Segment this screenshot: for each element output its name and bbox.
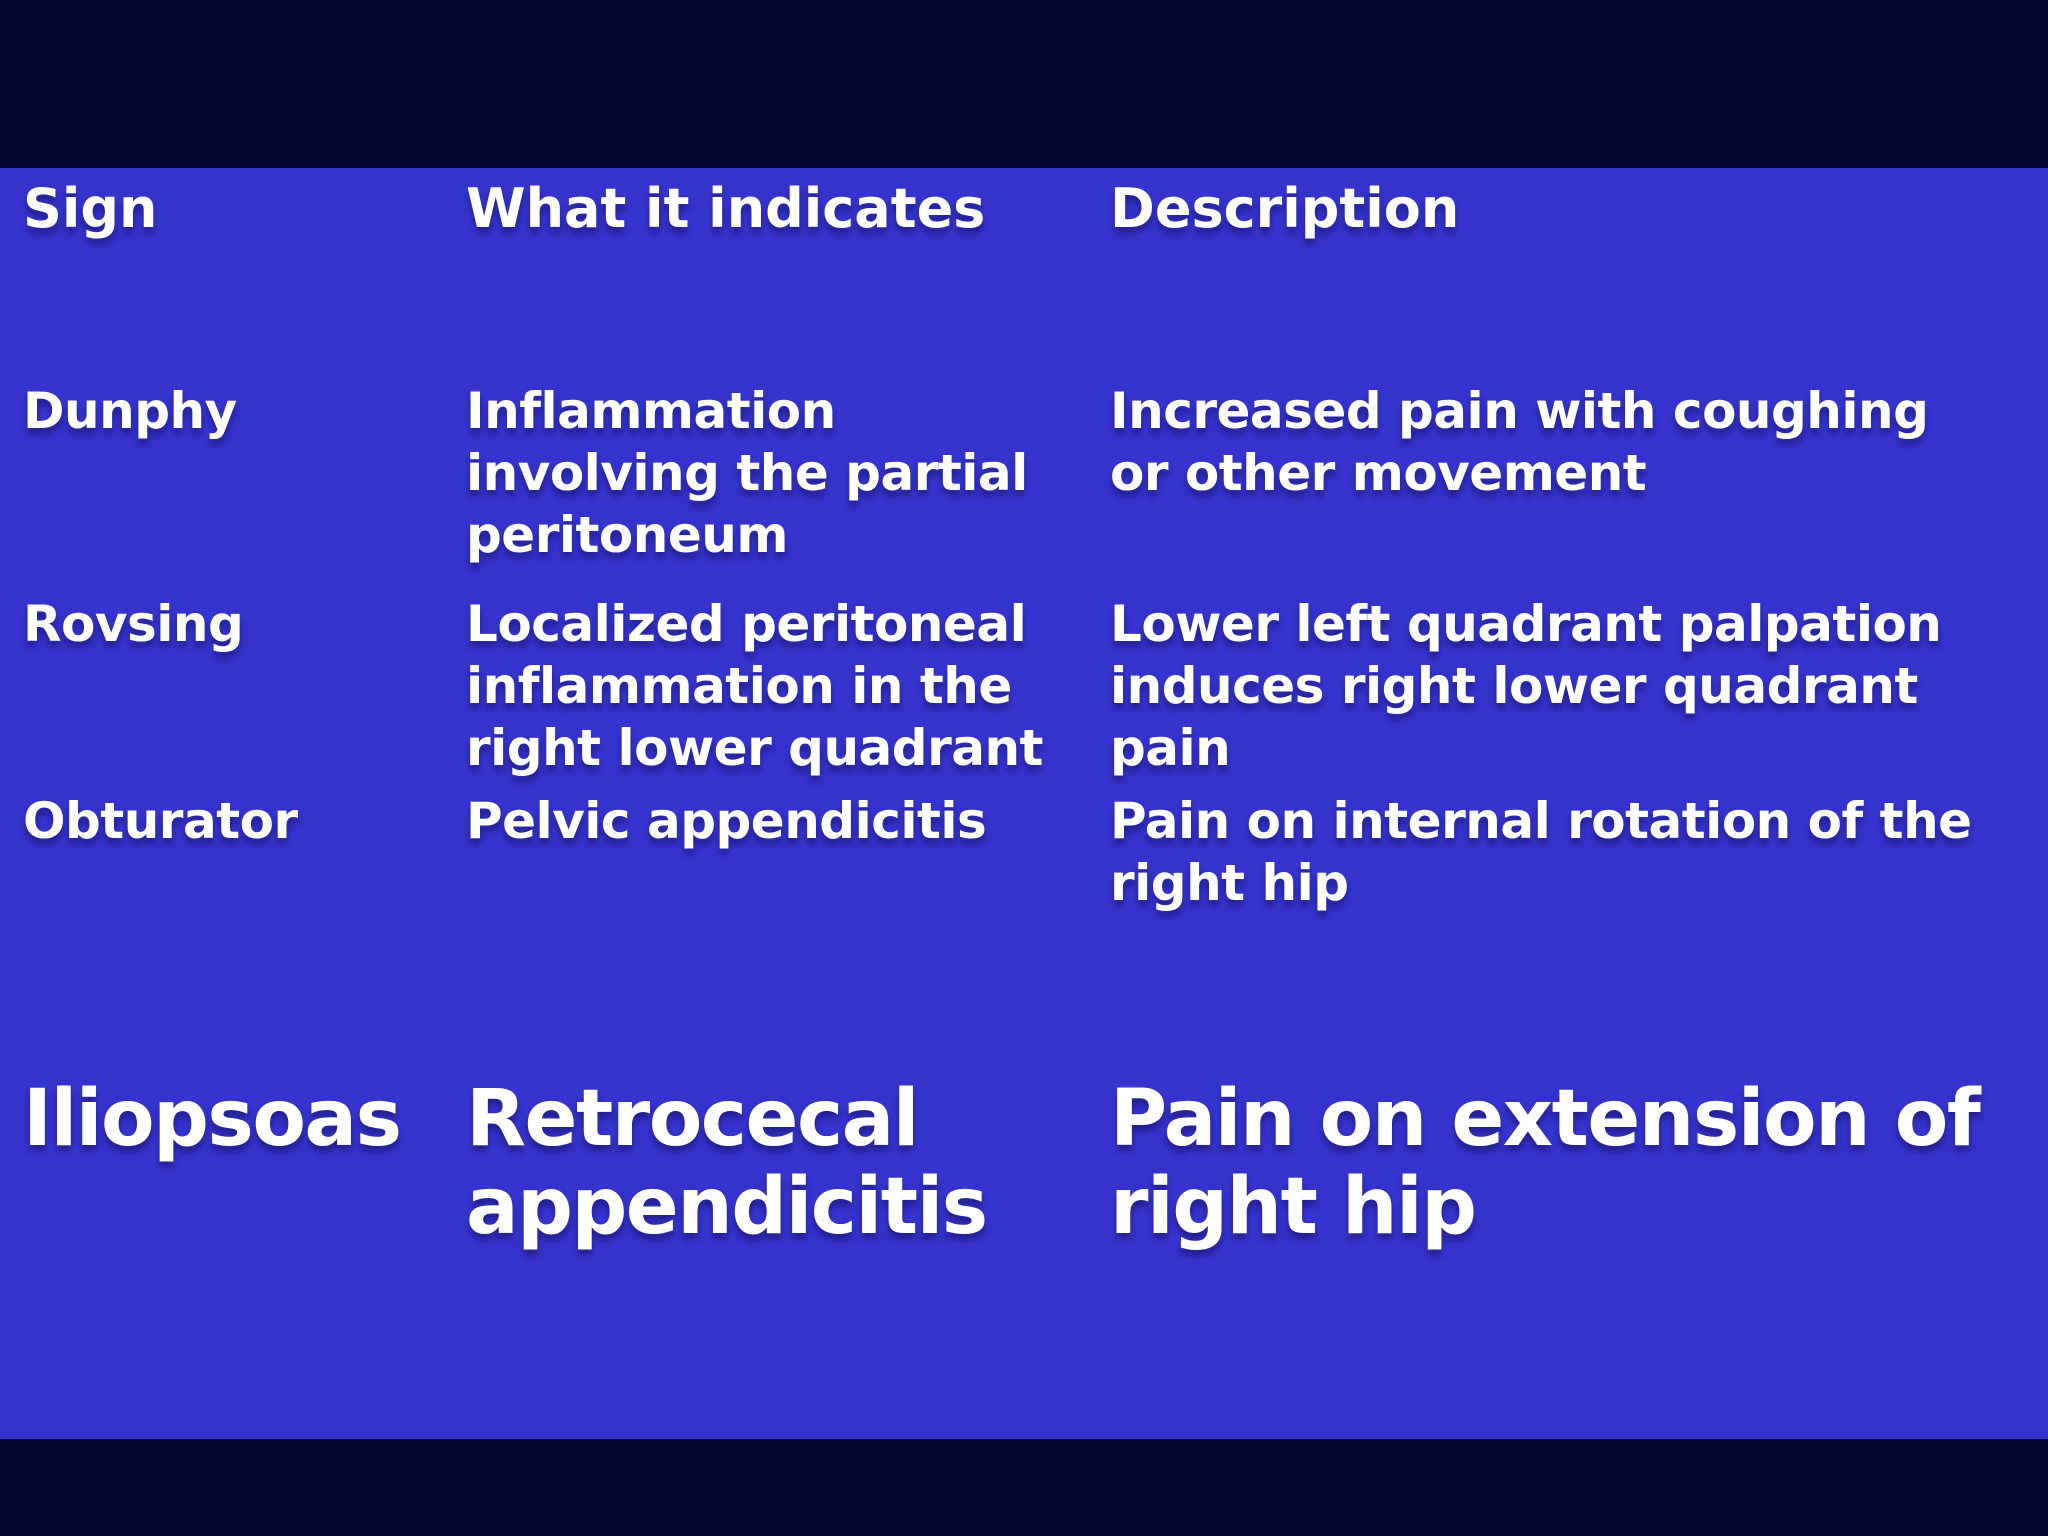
cell-sign: Obturator <box>23 792 298 850</box>
header-indicates: What it indicates <box>466 177 986 240</box>
table-row: Obturator Pelvic appendicitis Pain on in… <box>0 790 2048 914</box>
cell-indicates: Pelvic appendicitis <box>466 792 987 850</box>
cell-description: Pain on internal rotation of the right h… <box>1110 792 1972 912</box>
table-row: Iliopsoas Retrocecal appendicitis Pain o… <box>0 1075 2048 1251</box>
cell-description: Pain on extension of right hip <box>1110 1074 1981 1252</box>
header-description: Description <box>1110 177 1460 240</box>
header-sign: Sign <box>23 177 158 240</box>
cell-sign: Rovsing <box>23 595 244 653</box>
cell-indicates: Retrocecal appendicitis <box>466 1074 988 1252</box>
table-row: Dunphy Inflammation involving the partia… <box>0 380 2048 566</box>
content-panel <box>0 168 2048 1439</box>
cell-sign: Iliopsoas <box>23 1074 402 1164</box>
cell-description: Lower left quadrant palpation induces ri… <box>1110 595 1942 777</box>
cell-sign: Dunphy <box>23 382 237 440</box>
cell-indicates: Localized peritoneal inflammation in the… <box>466 595 1043 777</box>
table-header-row: Sign What it indicates Description <box>0 178 2048 240</box>
cell-description: Increased pain with coughing or other mo… <box>1110 382 1929 502</box>
table-row: Rovsing Localized peritoneal inflammatio… <box>0 593 2048 779</box>
cell-indicates: Inflammation involving the partial perit… <box>466 382 1028 564</box>
